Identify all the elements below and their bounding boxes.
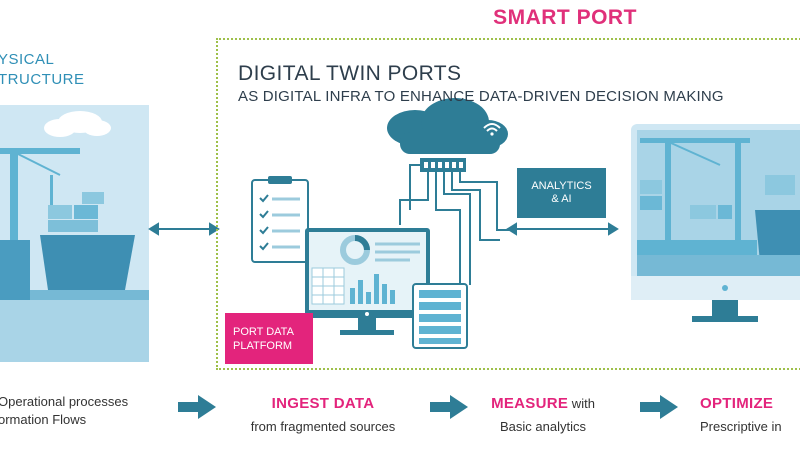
measure-subtitle: Basic analytics	[500, 419, 586, 434]
step-ingest: INGEST DATA from fragmented sources	[238, 395, 408, 434]
step-optimize: OPTIMIZE Prescriptive in	[700, 395, 800, 434]
network-cables	[399, 164, 510, 285]
flow-arrow-3	[640, 395, 678, 419]
optimize-heading: OPTIMIZE	[700, 395, 774, 412]
physical-port-illustration	[0, 105, 149, 362]
pdp-label-line1: PORT DATA	[233, 325, 294, 338]
smart-port-title: SMART PORT	[493, 6, 637, 29]
measure-heading: MEASURE	[491, 395, 569, 412]
analytics-label-line2: & AI	[551, 193, 572, 205]
operational-line2: ormation Flows	[0, 412, 87, 427]
arrow-analytics-to-monitor	[506, 222, 619, 236]
right-monitor-icon	[631, 124, 800, 322]
pdp-label-line2: PLATFORM	[233, 339, 293, 352]
ingest-subtitle: from fragmented sources	[250, 419, 396, 434]
operational-processes-text: Operational processes ormation Flows	[0, 393, 128, 429]
port-data-platform-box: PORT DATA PLATFORM	[225, 313, 313, 364]
clipboard-icon	[251, 176, 309, 263]
cloud-icon	[387, 98, 508, 154]
network-switch-icon	[420, 158, 466, 172]
digital-twin-title: DIGITAL TWIN PORTS	[238, 62, 462, 85]
optimize-subtitle: Prescriptive in	[700, 419, 782, 434]
digital-twin-subtitle: AS DIGITAL INFRA TO ENHANCE DATA-DRIVEN …	[238, 88, 724, 105]
physical-title-line2: TRUCTURE	[0, 71, 85, 88]
flow-arrow-2	[430, 395, 468, 419]
arrow-physical-to-platform	[148, 222, 220, 236]
step-measure: MEASURE with Basic analytics	[478, 395, 608, 434]
physical-infrastructure-title: YSICAL TRUCTURE	[0, 50, 85, 90]
analytics-ai-box: ANALYTICS & AI	[517, 168, 606, 218]
operational-line1: Operational processes	[0, 394, 129, 409]
dashboard-monitor-icon	[305, 228, 430, 335]
ingest-heading: INGEST DATA	[271, 395, 375, 412]
smart-port-frame	[216, 38, 800, 370]
measure-with: with	[568, 396, 595, 411]
flow-arrow-1	[178, 395, 216, 419]
server-icon	[412, 283, 468, 349]
physical-title-line1: YSICAL	[0, 51, 55, 68]
analytics-label-line1: ANALYTICS	[531, 180, 592, 192]
